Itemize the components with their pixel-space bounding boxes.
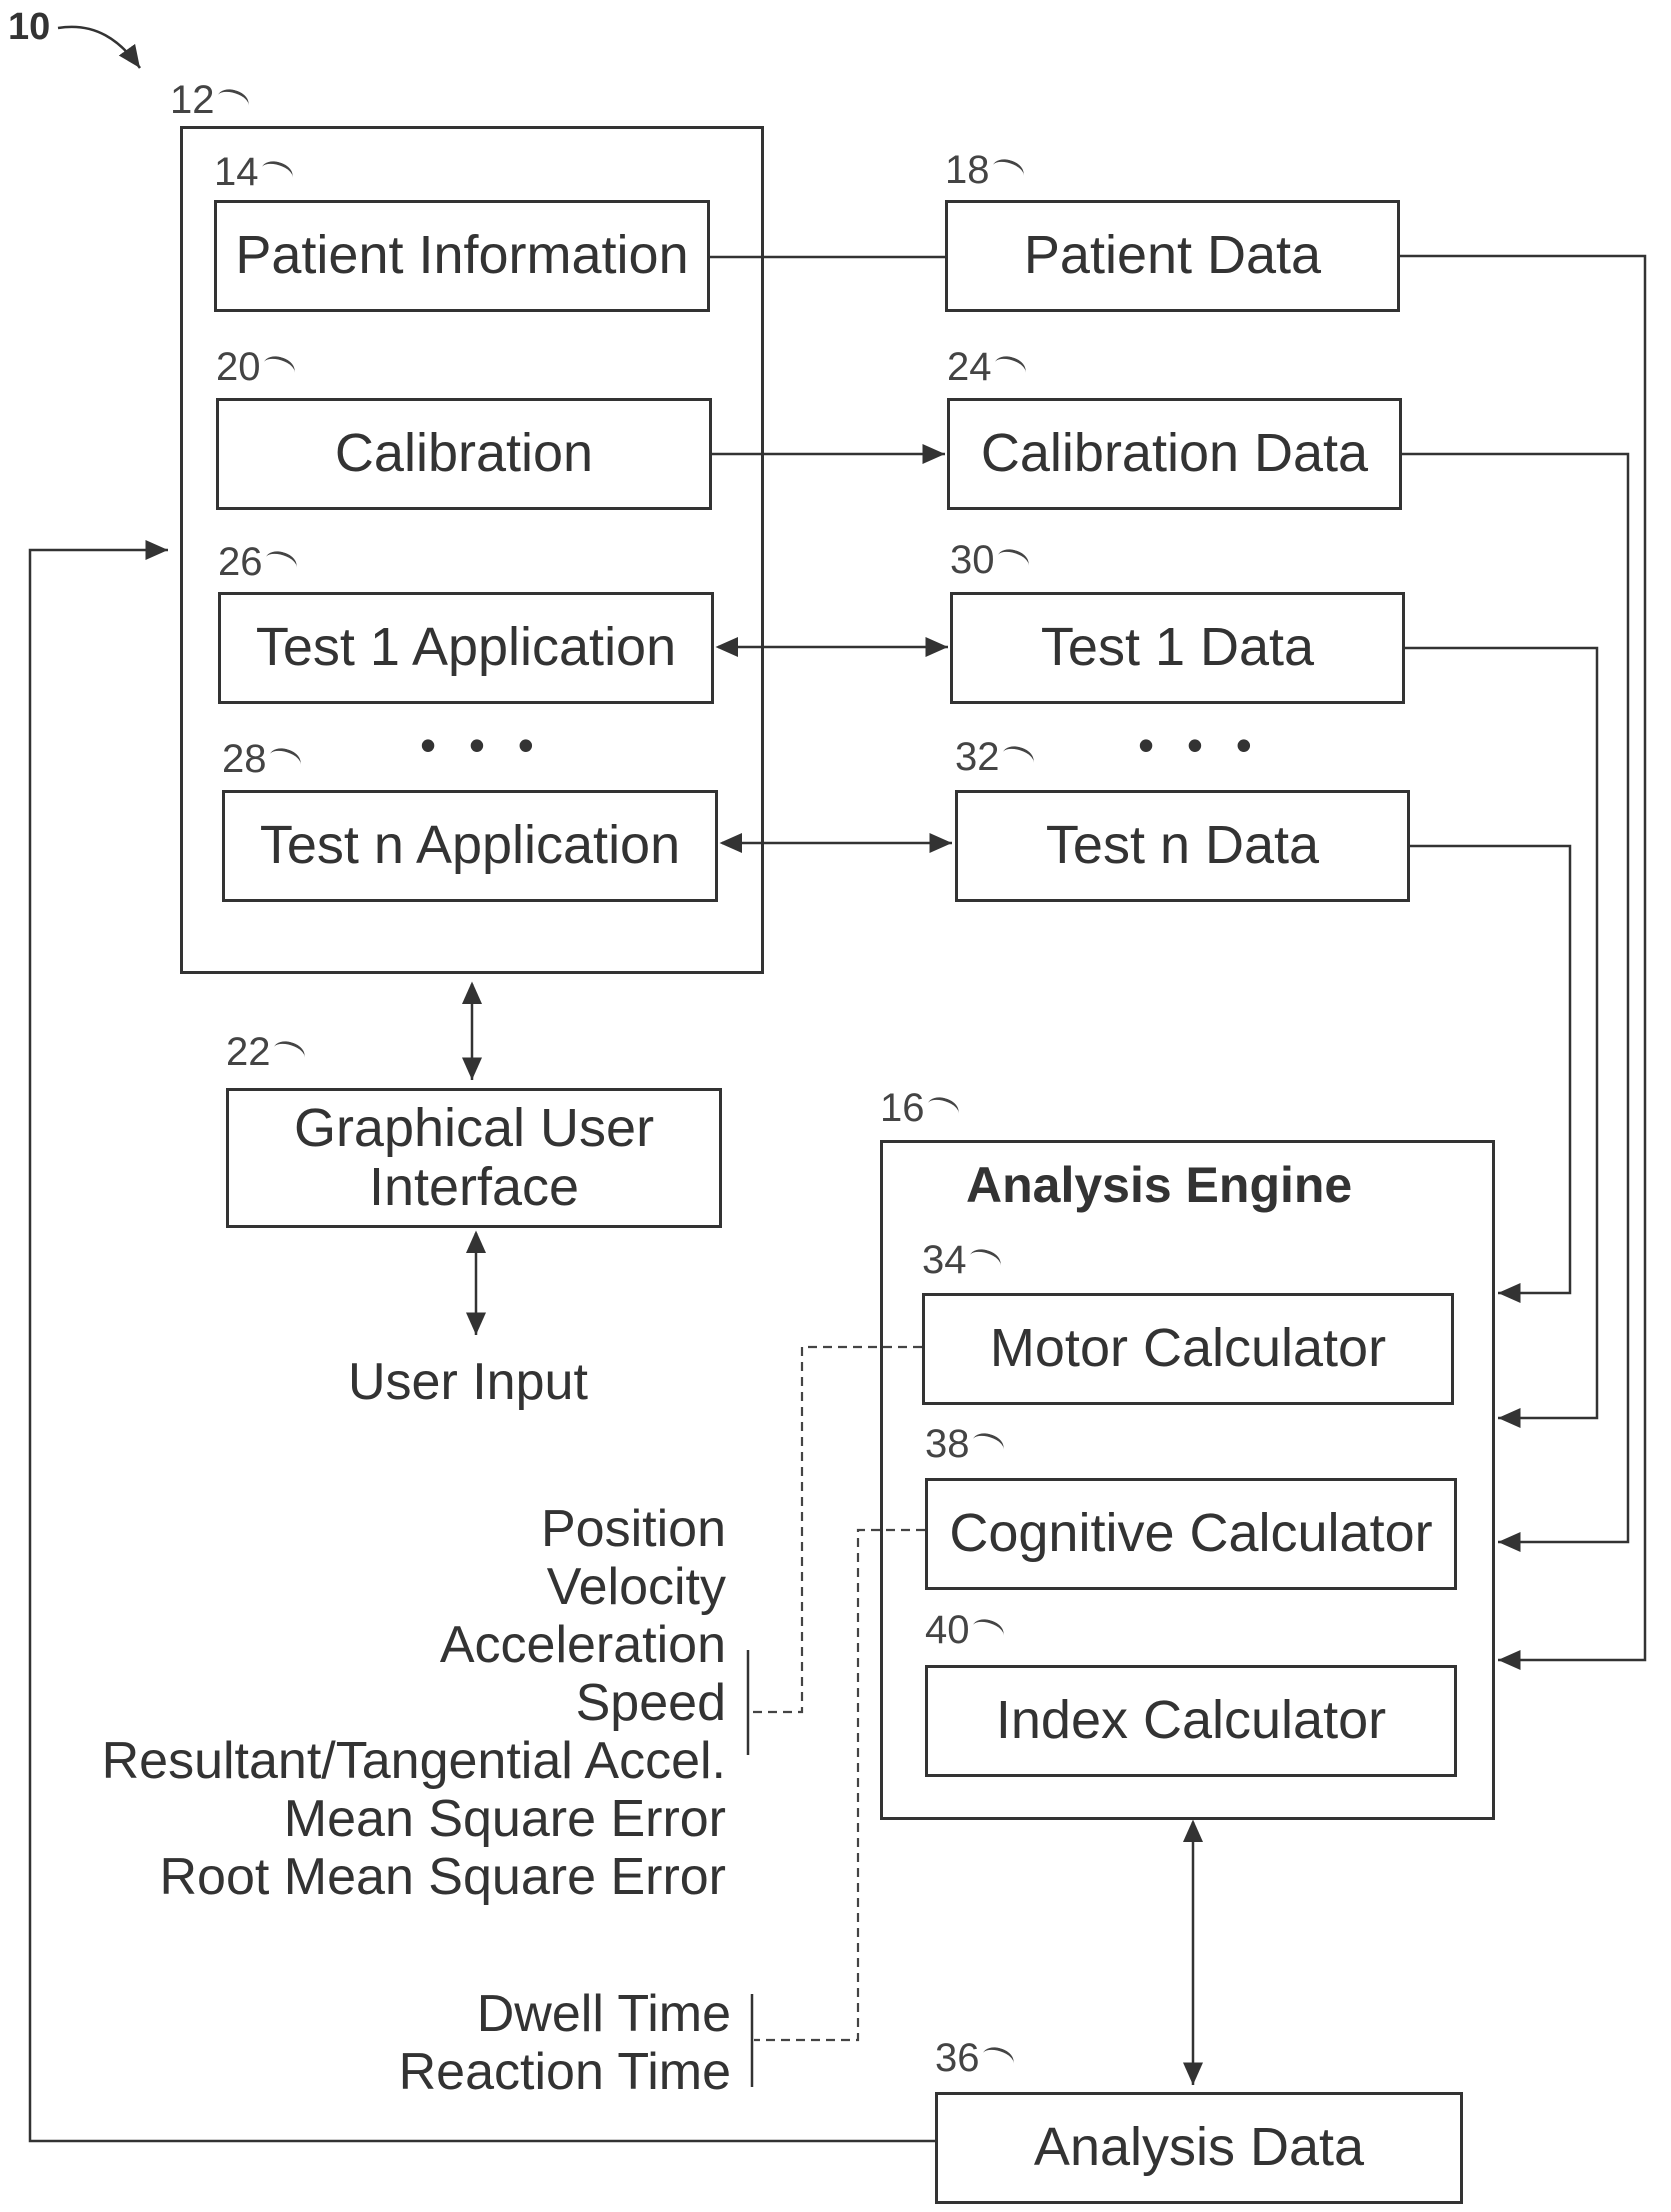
test1-application-label: Test 1 Application — [256, 618, 676, 677]
patient-data-ref: 18 — [945, 148, 1024, 193]
patient-information-label: Patient Information — [235, 226, 688, 285]
testn-application-ref: 28 — [222, 737, 301, 782]
testn-data-label: Test n Data — [1046, 816, 1319, 875]
gui-label-line1: Graphical User — [294, 1099, 654, 1158]
motor-metric-position: Position — [102, 1500, 726, 1558]
calibration-label: Calibration — [335, 424, 593, 483]
index-calculator-label: Index Calculator — [996, 1691, 1386, 1750]
cognitive-calculator-label: Cognitive Calculator — [949, 1504, 1432, 1563]
motor-metric-speed: Speed — [102, 1674, 726, 1732]
motor-metrics-list: Position Velocity Acceleration Speed Res… — [102, 1500, 726, 1906]
motor-metric-root-mean-square-error: Root Mean Square Error — [102, 1848, 726, 1906]
motor-calculator-ref: 34 — [922, 1238, 1001, 1283]
test1-application-box: Test 1 Application — [218, 592, 714, 704]
calibration-box: Calibration — [216, 398, 712, 510]
calibration-data-label: Calibration Data — [981, 424, 1368, 483]
cognitive-calculator-box: Cognitive Calculator — [925, 1478, 1457, 1590]
motor-calculator-box: Motor Calculator — [922, 1293, 1454, 1405]
test1-data-ref: 30 — [950, 538, 1029, 583]
cognitive-metrics-list: Dwell Time Reaction Time — [399, 1985, 731, 2101]
analysis-engine-title: Analysis Engine — [966, 1156, 1352, 1214]
testn-data-box: Test n Data — [955, 790, 1410, 902]
patient-information-ref: 14 — [214, 150, 293, 195]
cognitive-metric-reaction-time: Reaction Time — [399, 2043, 731, 2101]
cognitive-metric-dwell-time: Dwell Time — [399, 1985, 731, 2043]
index-calculator-ref: 40 — [925, 1608, 1004, 1653]
analysis-data-ref: 36 — [935, 2036, 1014, 2081]
motor-calculator-label: Motor Calculator — [990, 1319, 1386, 1378]
motor-metric-resultant-tangential: Resultant/Tangential Accel. — [102, 1732, 726, 1790]
patient-data-box: Patient Data — [945, 200, 1400, 312]
system-ref: 12 — [170, 78, 249, 123]
calibration-data-ref: 24 — [947, 345, 1026, 390]
gui-box: Graphical User Interface — [226, 1088, 722, 1228]
user-input-label: User Input — [348, 1352, 588, 1412]
patient-information-box: Patient Information — [214, 200, 710, 312]
testn-application-label: Test n Application — [260, 816, 680, 875]
application-ellipsis: • • • — [420, 718, 544, 772]
figure-ref: 10 — [8, 6, 50, 49]
gui-label-line2: Interface — [369, 1158, 579, 1217]
analysis-data-label: Analysis Data — [1034, 2118, 1364, 2177]
index-calculator-box: Index Calculator — [925, 1665, 1457, 1777]
analysis-engine-ref: 16 — [880, 1086, 959, 1131]
test1-data-box: Test 1 Data — [950, 592, 1405, 704]
testn-data-ref: 32 — [955, 735, 1034, 780]
motor-metric-velocity: Velocity — [102, 1558, 726, 1616]
test1-data-label: Test 1 Data — [1041, 618, 1314, 677]
cognitive-calculator-ref: 38 — [925, 1422, 1004, 1467]
data-stores-ellipsis: • • • — [1138, 718, 1262, 772]
analysis-data-box: Analysis Data — [935, 2092, 1463, 2204]
motor-metric-mean-square-error: Mean Square Error — [102, 1790, 726, 1848]
motor-metric-acceleration: Acceleration — [102, 1616, 726, 1674]
test1-application-ref: 26 — [218, 540, 297, 585]
gui-ref: 22 — [226, 1030, 305, 1075]
testn-application-box: Test n Application — [222, 790, 718, 902]
calibration-data-box: Calibration Data — [947, 398, 1402, 510]
patient-data-label: Patient Data — [1024, 226, 1321, 285]
calibration-ref: 20 — [216, 345, 295, 390]
